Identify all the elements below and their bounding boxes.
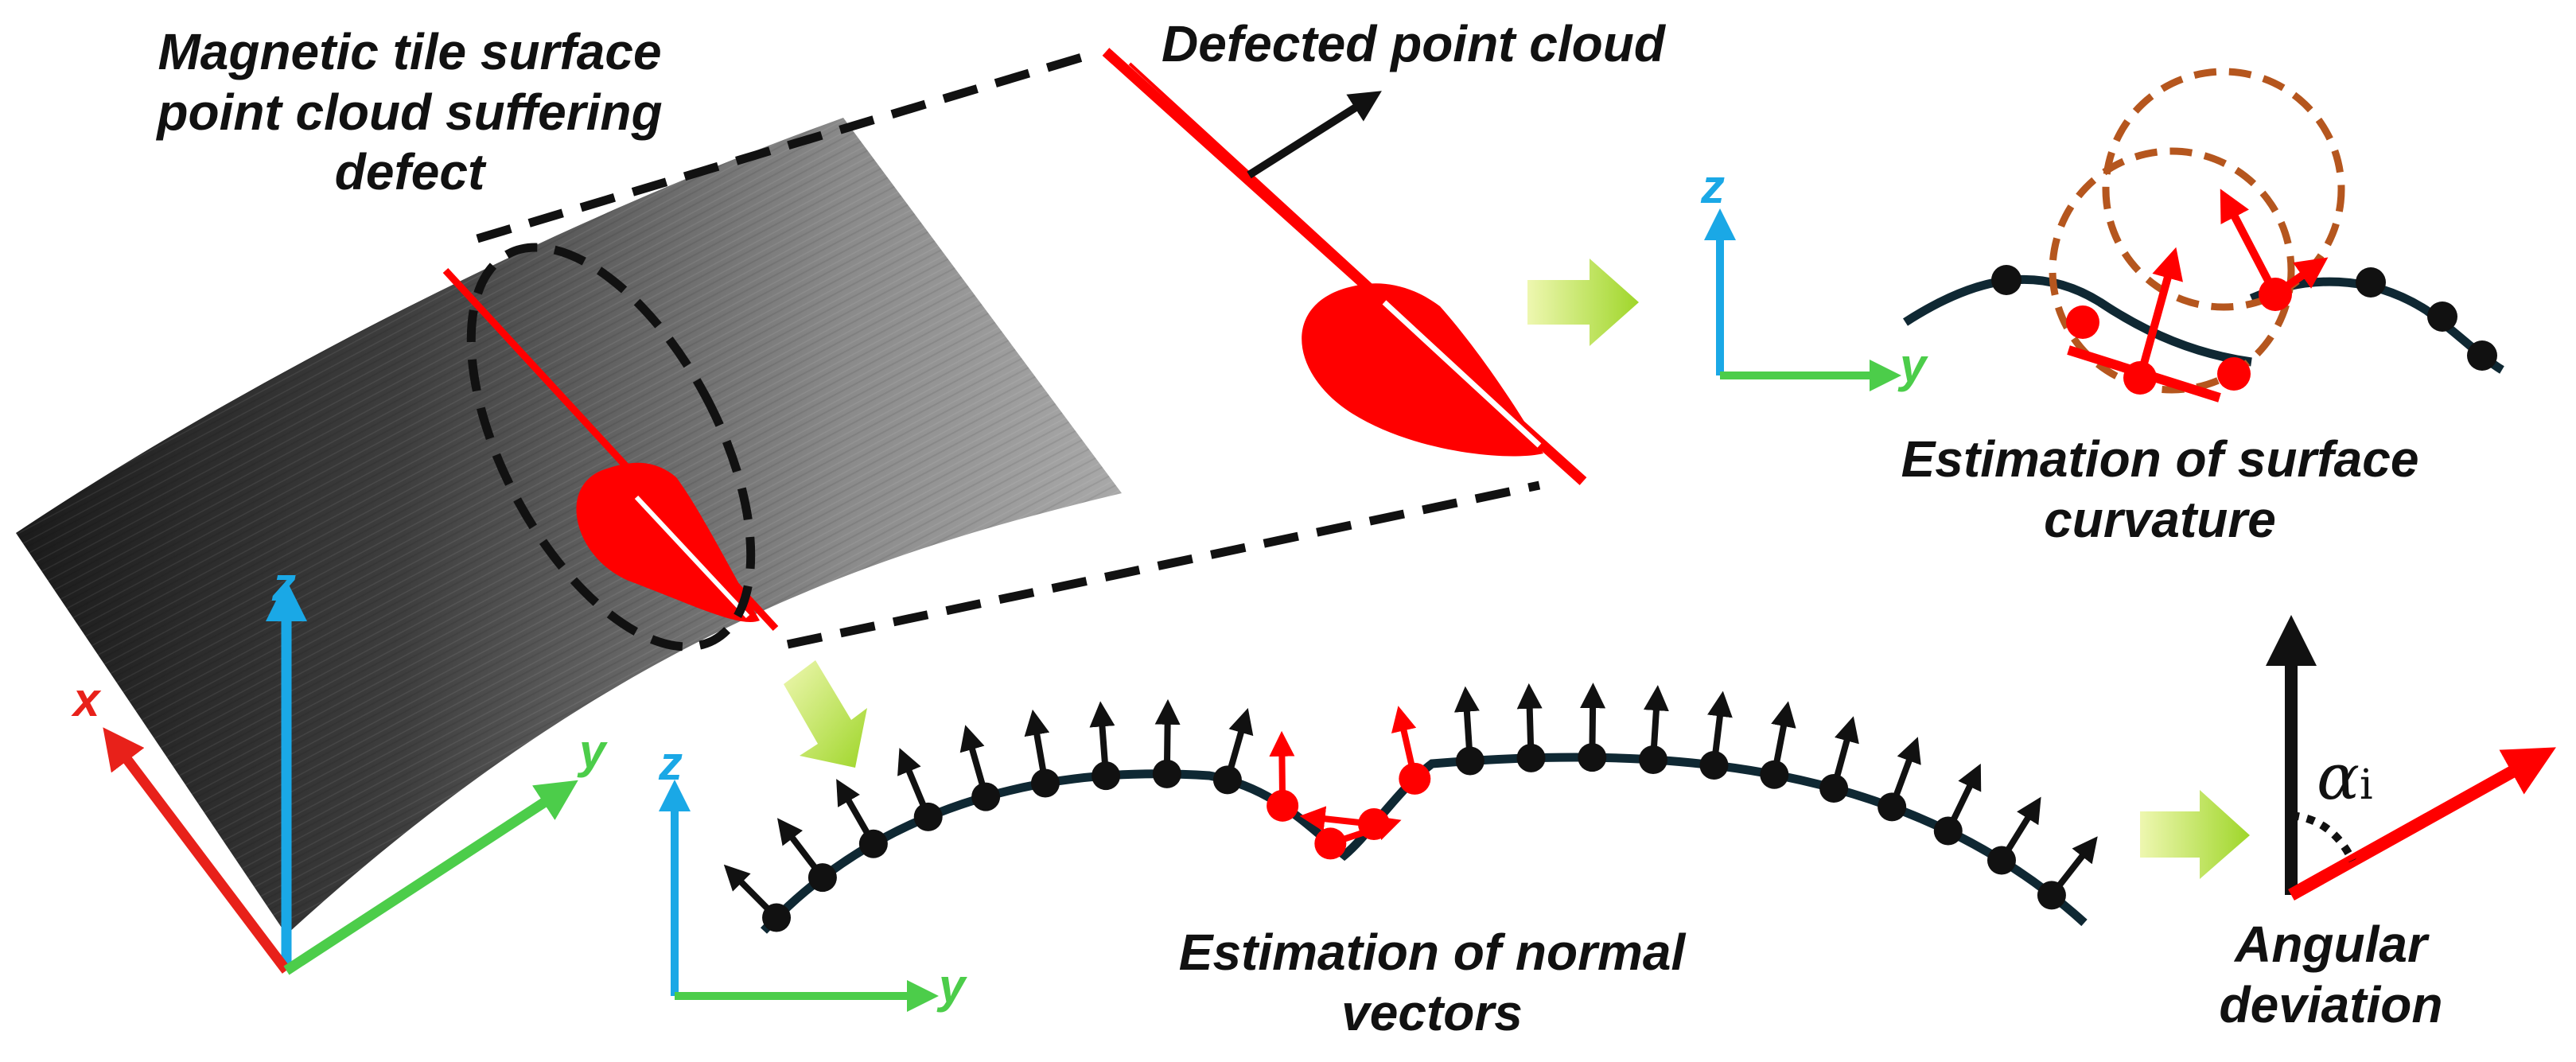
angle-arc — [2290, 811, 2356, 863]
deviated-normal-arrow — [2288, 747, 2556, 901]
flow-arrows — [784, 259, 2250, 879]
sample-point — [1455, 746, 1485, 776]
tile-label-line-2: point cloud suffering — [157, 83, 663, 141]
normal-label-line-1: Estimation of normal — [1178, 924, 1686, 981]
sample-point — [1760, 760, 1789, 789]
curvature-normal-2 — [2220, 189, 2279, 297]
normal-vectors-label: Estimation of normal vectors — [1114, 923, 1750, 1043]
flow-arrow-right-top — [1527, 259, 1639, 346]
sample-point — [1986, 846, 2016, 875]
main-y-label: y — [579, 725, 606, 778]
normal-z-label: z — [659, 737, 683, 790]
sample-point — [1267, 789, 1299, 822]
flow-arrow-down — [784, 660, 867, 768]
zoom-lines — [476, 53, 1541, 649]
main-z-label: z — [272, 558, 296, 611]
sample-point — [1314, 827, 1347, 860]
selection-ellipse — [466, 243, 756, 652]
curv-point — [1991, 265, 2021, 295]
main-x-label: x — [73, 673, 100, 726]
sample-point — [1578, 743, 1607, 772]
curv-point-red — [2123, 361, 2157, 395]
defect-pointer-arrow — [1247, 91, 1382, 179]
curvature-curve — [1903, 274, 2252, 367]
sample-point — [1091, 761, 1121, 791]
curv-point-red — [2259, 278, 2292, 311]
curvature-panel — [1903, 68, 2504, 403]
curvature-axes — [1704, 208, 1901, 391]
curv-point — [2356, 267, 2386, 298]
tile-label-line-3: defect — [334, 143, 485, 201]
sample-point — [1639, 745, 1668, 774]
sample-point — [1819, 773, 1849, 803]
normal-axes — [659, 780, 939, 1012]
sample-point — [913, 802, 943, 831]
curvature-z-label: z — [1701, 160, 1725, 213]
tile-defect — [442, 267, 779, 632]
curvature-normal-1 — [2136, 247, 2183, 379]
normal-vectors-panel — [723, 683, 2098, 934]
sample-point — [1878, 792, 1907, 822]
flow-arrow-right-bottom — [2140, 790, 2250, 879]
curvature-label-line-2: curvature — [2044, 490, 2276, 548]
sample-point — [2037, 881, 2066, 910]
angular-deviation-label: Angular deviation — [2172, 915, 2490, 1035]
angular-label-line-1: Angular — [2235, 916, 2427, 973]
main-axes — [103, 580, 578, 975]
normal-y-label: y — [939, 959, 966, 1013]
sample-point — [1399, 762, 1431, 795]
sample-point — [1933, 816, 1963, 846]
sample-point — [807, 863, 837, 893]
sample-point — [1516, 743, 1546, 772]
curv-point — [2427, 301, 2457, 332]
curv-point-red — [2217, 357, 2251, 391]
tile-label: Magnetic tile surface point cloud suffer… — [95, 22, 724, 203]
sample-point — [762, 903, 792, 932]
sample-point — [1030, 768, 1060, 798]
defected-point-cloud-label: Defected point cloud — [1162, 15, 1665, 72]
tile-label-line-1: Magnetic tile surface — [158, 23, 662, 80]
alpha-symbol: αi — [2317, 740, 2373, 814]
curvature-y-label: y — [1900, 339, 1927, 392]
zoomed-defect-cloud — [1102, 48, 1587, 485]
sample-point — [858, 829, 888, 858]
angular-label-line-2: deviation — [2219, 975, 2443, 1033]
sample-point — [1212, 765, 1242, 795]
curvature-label: Estimation of surface curvature — [1830, 430, 2490, 550]
sample-point — [1358, 807, 1391, 840]
osculating-circle-large — [2102, 68, 2345, 311]
osculating-circle-small — [2049, 147, 2295, 394]
sample-point — [971, 782, 1001, 811]
alpha-letter: α — [2317, 740, 2360, 814]
normal-label-line-2: vectors — [1341, 983, 1523, 1041]
curv-point-red — [2066, 305, 2099, 339]
curvature-label-line-1: Estimation of surface — [1901, 430, 2419, 488]
angular-deviation-panel — [2266, 615, 2556, 901]
sample-point — [1152, 759, 1181, 788]
magnetic-tile-surface — [16, 118, 1122, 935]
alpha-subscript: i — [2360, 761, 2373, 809]
curv-point — [2467, 340, 2497, 371]
sample-point — [1699, 750, 1729, 780]
